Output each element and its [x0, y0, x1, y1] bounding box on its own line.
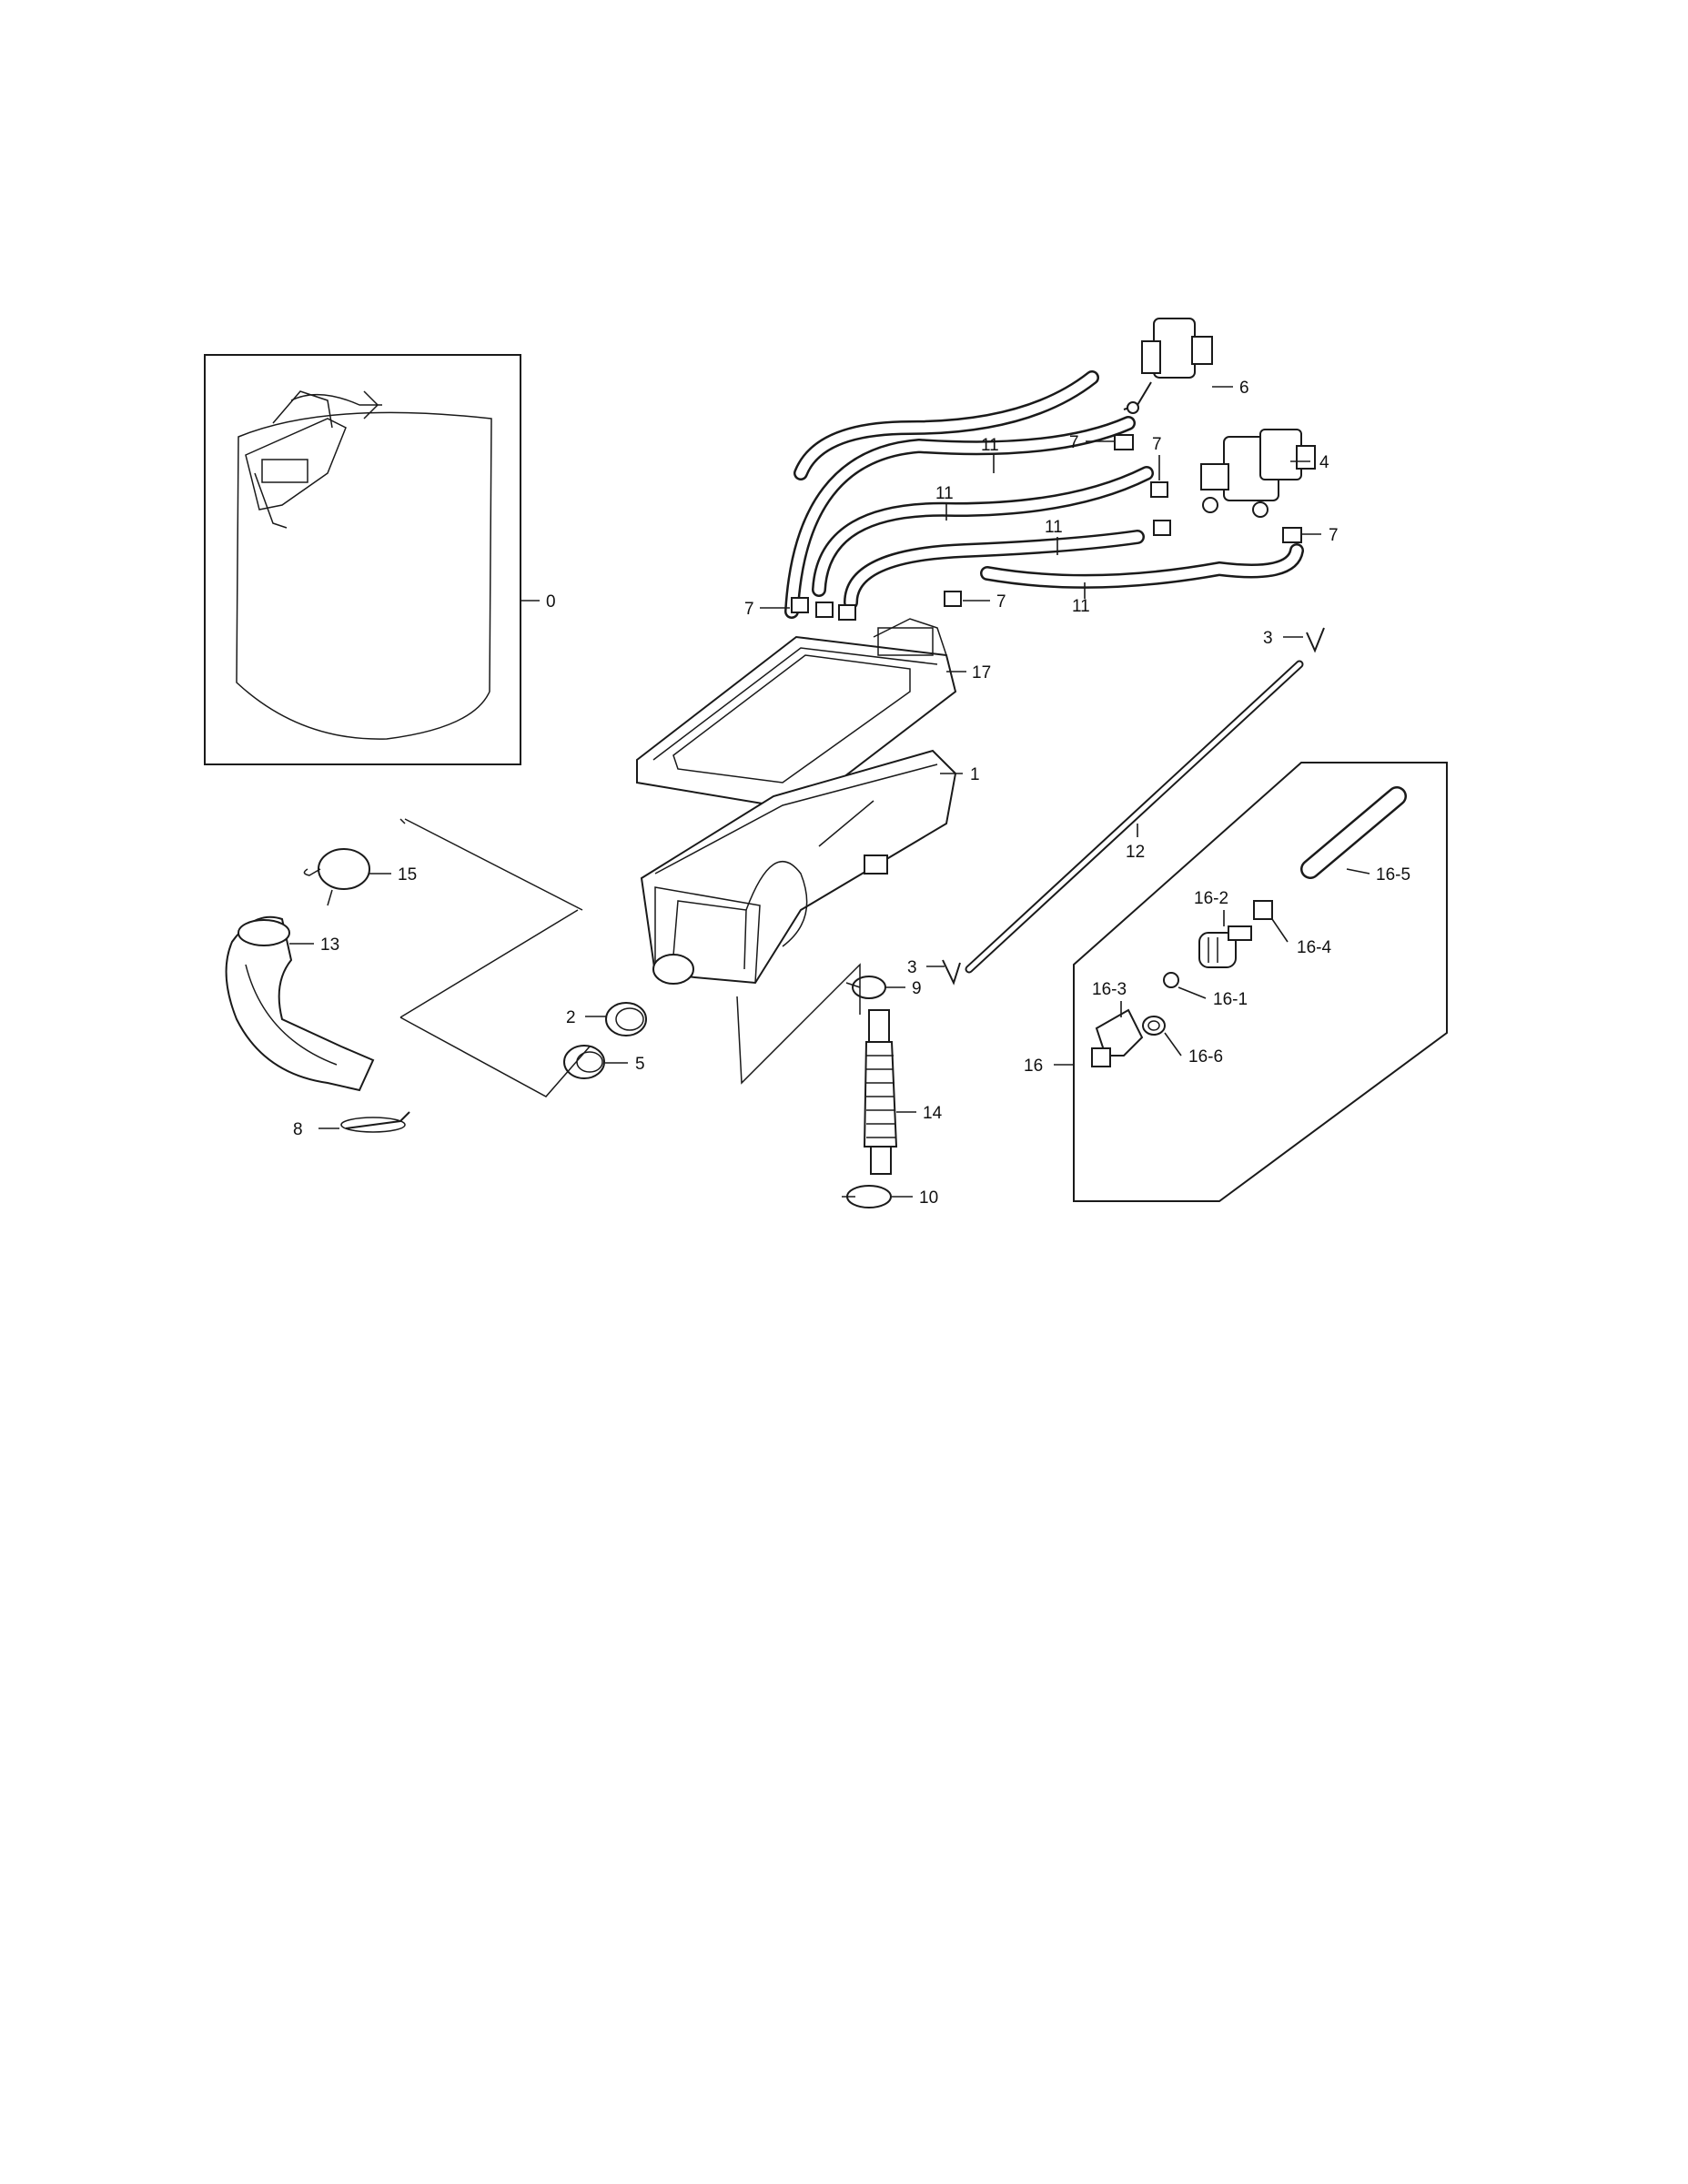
ball-16-1	[1163, 972, 1179, 988]
label-16-6: 16-6	[1188, 1047, 1223, 1067]
label-9: 9	[912, 979, 922, 998]
washer-16-6	[1142, 1016, 1166, 1036]
clamp-16-4	[1253, 900, 1273, 920]
label-17: 17	[972, 663, 991, 682]
label-7-mid: 7	[996, 592, 1006, 612]
hose-clamps	[791, 434, 1302, 621]
clamp-ring-15	[303, 848, 370, 906]
cap-2	[605, 1002, 647, 1036]
kit-box-16	[1073, 762, 1448, 1202]
water-valve-double	[1200, 429, 1316, 518]
drain-hose	[863, 1009, 898, 1175]
pin-3-bottom	[942, 959, 961, 986]
label-2: 2	[566, 1008, 576, 1027]
clamp-9	[845, 976, 886, 999]
cap-5	[563, 1045, 605, 1079]
label-7-left: 7	[744, 600, 754, 619]
clamp-10	[842, 1185, 892, 1208]
label-14: 14	[923, 1104, 943, 1123]
label-4: 4	[1319, 453, 1329, 472]
hoses	[784, 370, 1304, 619]
label-12: 12	[1126, 843, 1145, 862]
label-11-c: 11	[1045, 518, 1063, 537]
bracket-lines	[399, 818, 861, 1097]
label-7-valve: 7	[1152, 435, 1162, 454]
label-13: 13	[320, 935, 339, 955]
label-3-bottom: 3	[907, 958, 917, 977]
water-valve-single	[1123, 318, 1213, 414]
label-7-right: 7	[1329, 526, 1339, 545]
dispenser-cover	[636, 618, 957, 812]
label-1: 1	[970, 765, 980, 784]
rod-12	[965, 660, 1304, 974]
label-15: 15	[398, 865, 417, 885]
label-16-2: 16-2	[1194, 889, 1228, 908]
label-7-top: 7	[1069, 433, 1079, 452]
label-16-1: 16-1	[1213, 990, 1248, 1009]
wire-clamp-8	[340, 1111, 410, 1133]
connector-16-3	[1091, 1008, 1144, 1067]
label-11-b: 11	[935, 484, 954, 503]
fitting-16-2	[1198, 925, 1252, 968]
label-8: 8	[293, 1120, 303, 1139]
label-3-top: 3	[1263, 629, 1273, 648]
label-11-d: 11	[1072, 597, 1090, 616]
label-11-a: 11	[981, 436, 999, 455]
inlet-duct	[225, 915, 375, 1092]
assembly-inset	[204, 354, 521, 765]
dispenser-housing	[640, 749, 957, 985]
pin-3-top	[1306, 627, 1325, 653]
hose-16-5	[1300, 786, 1407, 879]
label-16-3: 16-3	[1092, 980, 1127, 999]
label-0: 0	[546, 592, 556, 612]
label-5: 5	[635, 1055, 645, 1074]
label-6: 6	[1239, 379, 1249, 398]
label-16-4: 16-4	[1297, 938, 1331, 957]
label-16: 16	[1024, 1057, 1043, 1076]
label-10: 10	[919, 1188, 938, 1208]
label-16-5: 16-5	[1376, 865, 1410, 885]
